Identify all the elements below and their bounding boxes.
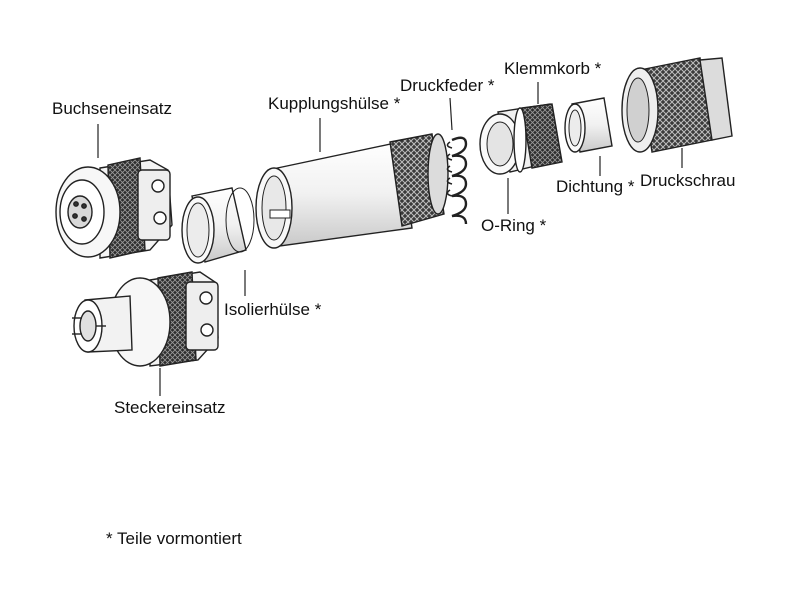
steckereinsatz-part [72, 271, 219, 367]
label-druckschraube: Druckschrau [640, 171, 736, 190]
isolierhuelse-part [181, 187, 255, 264]
label-oring: O-Ring * [481, 216, 547, 235]
footnote: * Teile vormontiert [106, 529, 242, 548]
klemmkorb-part [479, 103, 563, 175]
label-druckfeder: Druckfeder * [400, 76, 495, 95]
label-isolierhuelse: Isolierhülse * [224, 300, 322, 319]
druckfeder-part [446, 136, 468, 225]
label-klemmkorb: Klemmkorb * [504, 59, 602, 78]
label-steckereinsatz: Steckereinsatz [114, 398, 226, 417]
label-kupplungshuelse: Kupplungshülse * [268, 94, 401, 113]
label-buchseneinsatz: Buchseneinsatz [52, 99, 173, 118]
label-dichtung: Dichtung * [556, 177, 635, 196]
dichtung-part [564, 97, 613, 153]
buchseneinsatz-part [55, 157, 173, 259]
druckschraube-part [621, 57, 733, 153]
leader-lines [97, 82, 683, 396]
kupplungshuelse-part [255, 133, 449, 249]
